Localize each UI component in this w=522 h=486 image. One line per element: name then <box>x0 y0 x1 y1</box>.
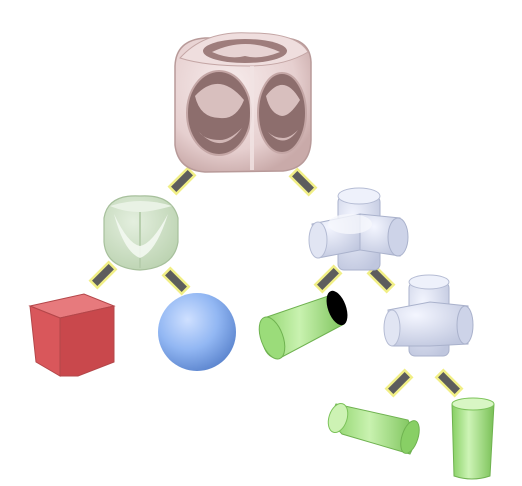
connector-root-right <box>290 169 315 194</box>
connector-right-cylinder <box>315 266 340 291</box>
leaf-cylinder-3 <box>452 398 494 479</box>
connector-left-cube <box>90 262 115 287</box>
connector-left-sphere <box>163 268 188 293</box>
connector-subnode-cylinder-left <box>386 370 411 395</box>
leaf-sphere <box>158 293 236 371</box>
left-intersection-shape <box>104 196 178 270</box>
leaf-cube <box>30 294 114 376</box>
root-difference-shape <box>175 33 311 172</box>
connector-root-left <box>169 168 194 193</box>
right-sub-union-shape <box>384 275 473 356</box>
right-union-shape <box>309 188 408 270</box>
leaf-cylinder-1 <box>254 288 351 362</box>
leaf-cylinder-2 <box>325 401 423 456</box>
connector-subnode-cylinder-right <box>436 370 461 395</box>
